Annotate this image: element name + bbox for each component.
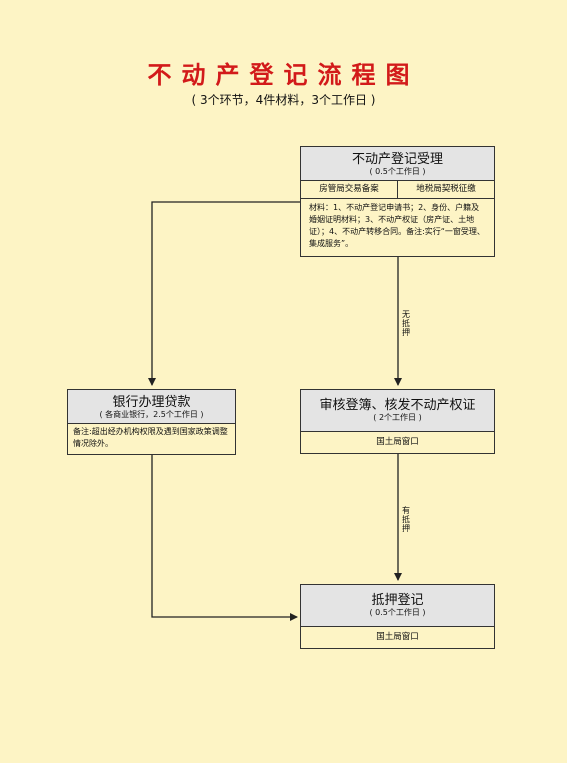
edge-label-has-mortgage: 有抵押: [401, 506, 411, 533]
node-header: 审核登簿、核发不动产权证 ( 2个工作日 ): [301, 390, 494, 432]
node-title: 银行办理贷款: [112, 395, 191, 410]
node-review-issue-certificate: 审核登簿、核发不动产权证 ( 2个工作日 ) 国土局窗口: [300, 389, 495, 454]
node-header: 银行办理贷款 ( 各商业银行，2.5个工作日 ): [68, 390, 235, 424]
edge-label-no-mortgage: 无抵押: [401, 310, 411, 337]
office-label: 国土局窗口: [376, 437, 419, 447]
department-row: 房管局交易备案 地税局契税征缴: [301, 181, 494, 199]
bank-note: 备注:超出经办机构权限及遇到国家政策调整情况除外。: [73, 427, 228, 448]
node-title: 不动产登记受理: [351, 152, 443, 167]
node-duration: ( 0.5个工作日 ): [369, 608, 426, 617]
diagram-title: 不动产登记流程图: [147, 60, 420, 89]
node-duration: ( 0.5个工作日 ): [369, 167, 426, 176]
edge-accept-to-bank: [148, 201, 300, 386]
office-label: 国土局窗口: [376, 632, 419, 642]
diagram-subtitle: ( 3个环节，4件材料，3个工作日 ): [191, 93, 376, 107]
tax-bureau-cell: 地税局契税征缴: [397, 181, 494, 198]
node-mortgage-registration: 抵押登记 ( 0.5个工作日 ) 国土局窗口: [300, 584, 495, 649]
node-duration: ( 各商业银行，2.5个工作日 ): [99, 410, 204, 419]
node-header: 抵押登记 ( 0.5个工作日 ): [301, 585, 494, 627]
node-title: 审核登簿、核发不动产权证: [319, 398, 476, 413]
housing-bureau-cell: 房管局交易备案: [319, 184, 379, 194]
node-duration: ( 2个工作日 ): [373, 413, 422, 422]
node-title: 抵押登记: [371, 593, 424, 608]
node-registration-acceptance: 不动产登记受理 ( 0.5个工作日 ) 房管局交易备案 地税局契税征缴 材料：1…: [300, 146, 495, 257]
materials-note: 材料：1、不动产登记申请书；2、身份、户籍及婚姻证明材料；3、不动产权证（房产证…: [309, 203, 485, 248]
edge-bank-to-mortgage: [151, 455, 298, 621]
node-header: 不动产登记受理 ( 0.5个工作日 ): [301, 147, 494, 181]
node-bank-loan: 银行办理贷款 ( 各商业银行，2.5个工作日 ) 备注:超出经办机构权限及遇到国…: [67, 389, 236, 455]
